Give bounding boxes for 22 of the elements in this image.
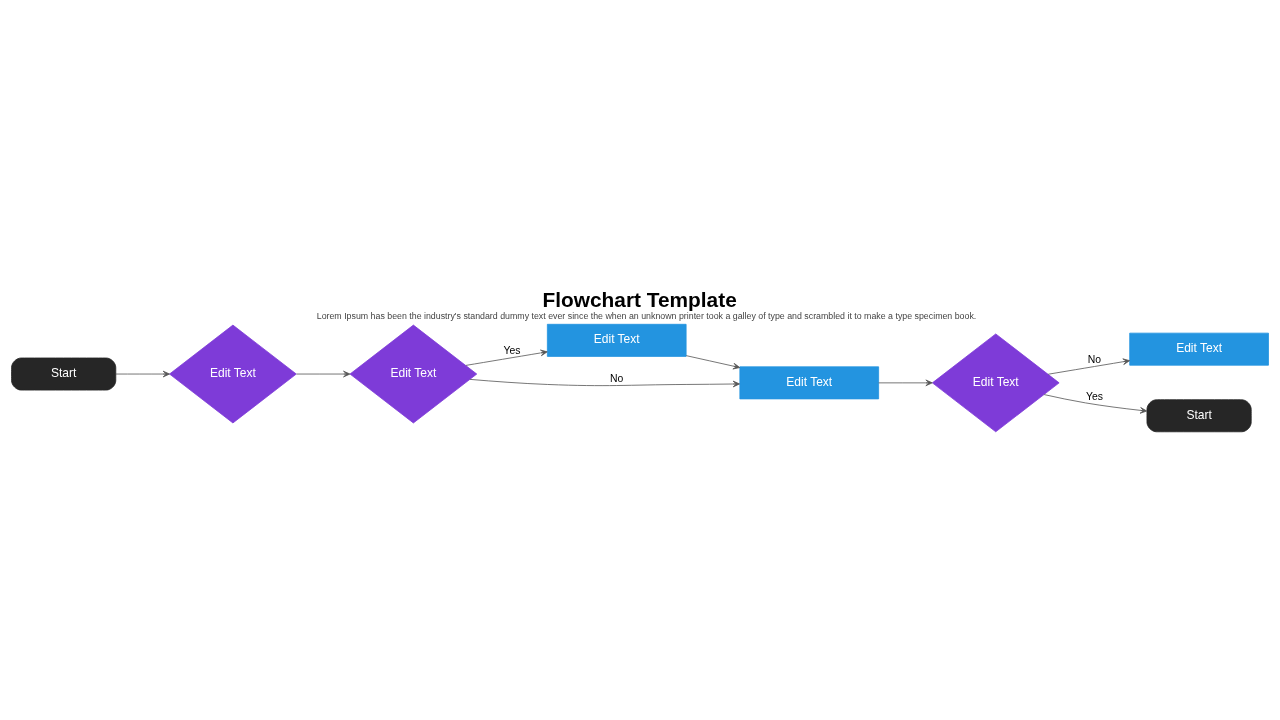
node-diamond: Edit Text (169, 324, 297, 424)
edge-label: Yes (1085, 391, 1103, 403)
arrow (465, 349, 548, 366)
node-box: Start (1146, 399, 1252, 433)
arrow (1043, 394, 1148, 414)
arrow (878, 379, 933, 387)
node-box: Edit Text (1129, 332, 1269, 366)
arrow (296, 370, 351, 378)
edge-label: No (610, 372, 624, 384)
node-box: Edit Text (739, 366, 880, 400)
caption: Lorem Ipsum has been the industry's standard dummy text ever since the when an unknown printer took a galley of type and scrambled it to make a type specimen book. (316, 310, 977, 321)
arrow (469, 378, 740, 388)
arrow (685, 355, 741, 370)
edge-label: Yes (503, 345, 521, 357)
node-box: Start (11, 357, 117, 391)
edge-label: No (1087, 354, 1102, 366)
diagram-title: Flowchart Template (542, 288, 737, 312)
node-diamond: Edit Text (932, 333, 1060, 433)
node-diamond: Edit Text (349, 324, 478, 424)
arrow (1047, 358, 1130, 375)
arrow (115, 370, 170, 378)
node-box: Edit Text (546, 323, 687, 357)
